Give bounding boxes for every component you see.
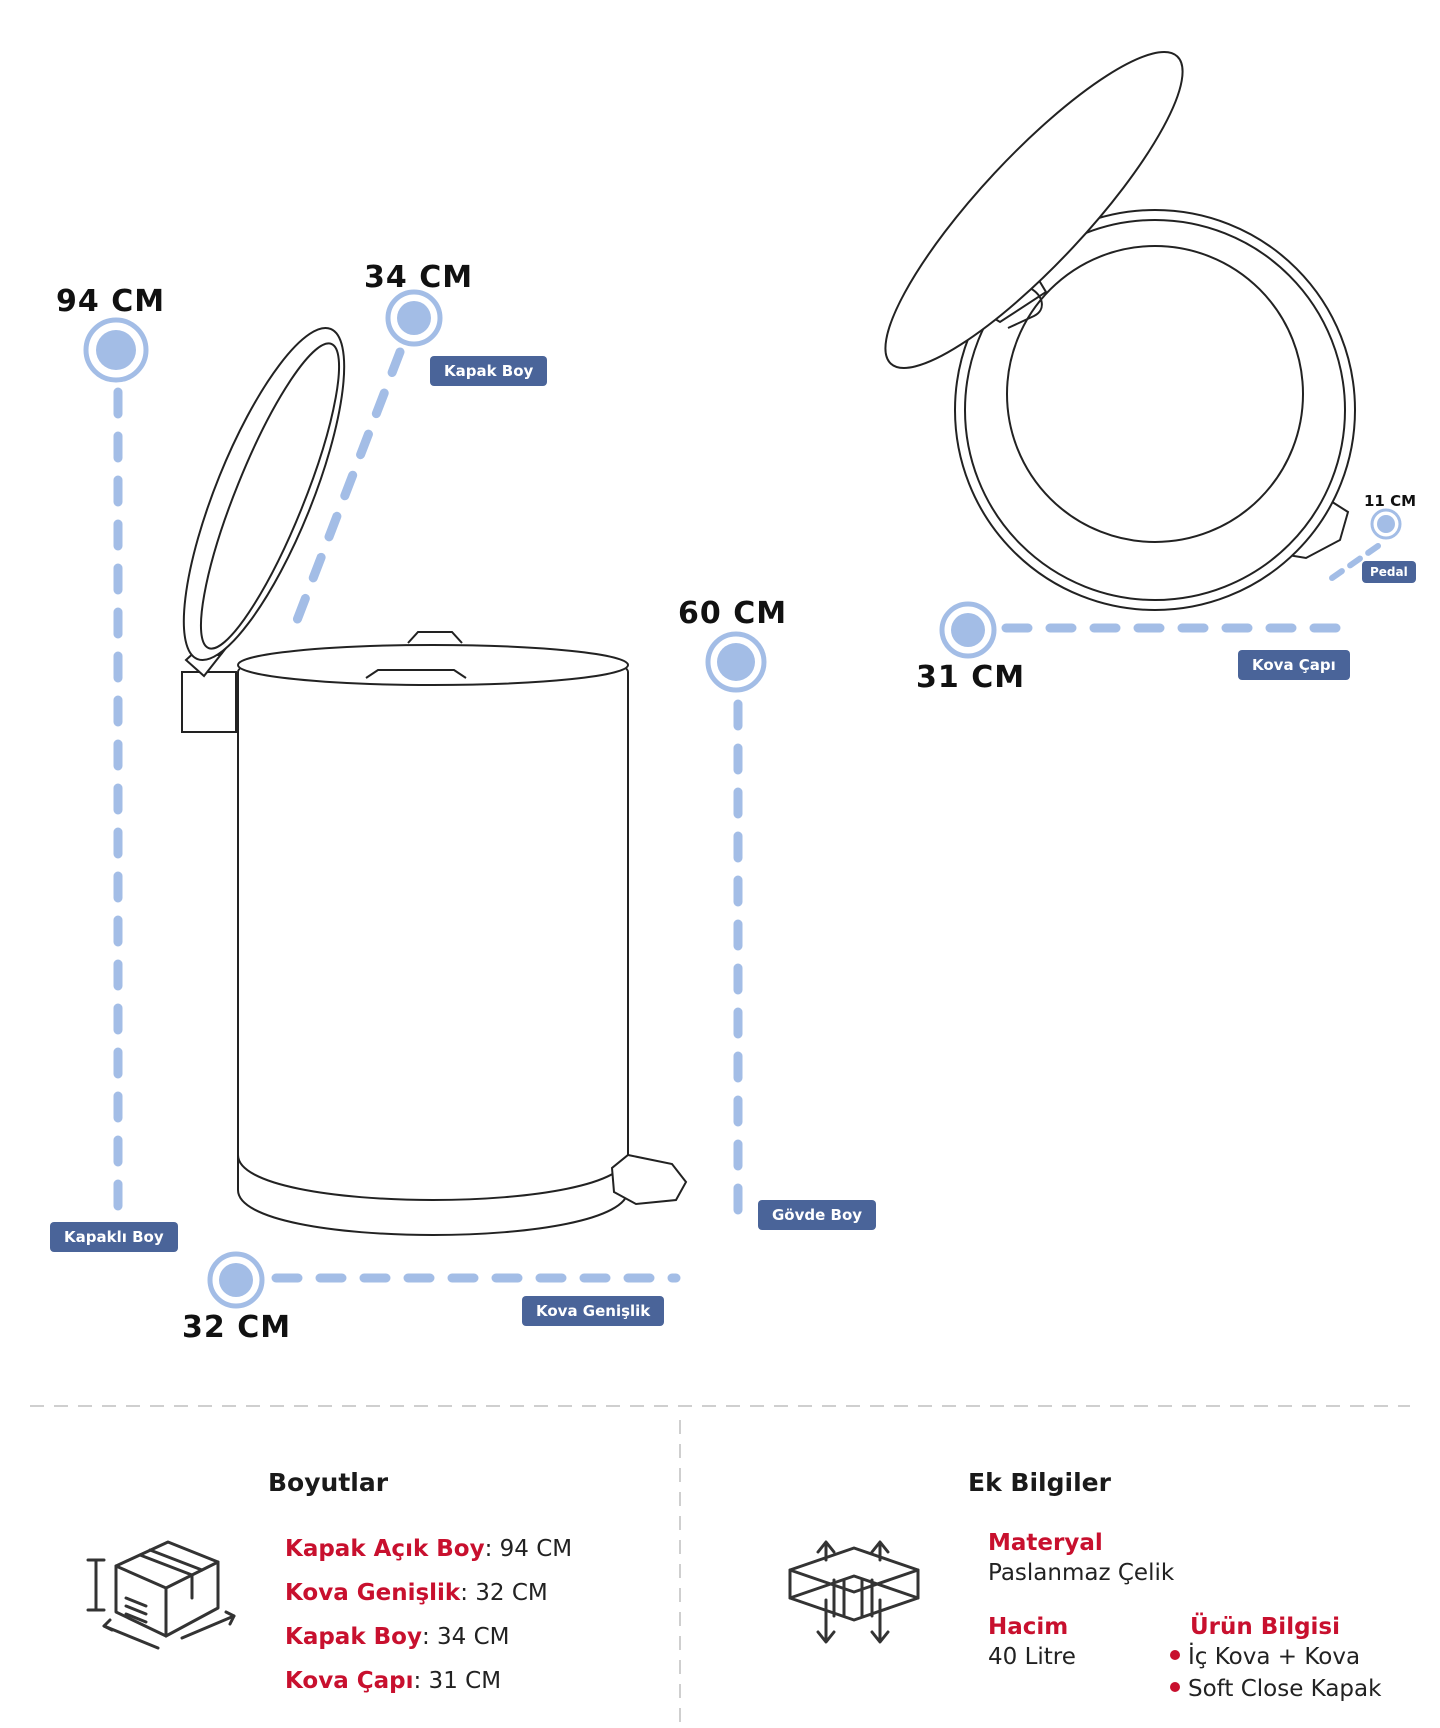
bullet-dot: [1170, 1681, 1180, 1692]
separators: [30, 1405, 1410, 1728]
material-value: Paslanmaz Çelik: [988, 1560, 1175, 1586]
tag-pedal: Pedal: [1362, 561, 1416, 583]
bucket-width-value: 32 CM: [182, 1310, 292, 1345]
tag-bucket-diameter: Kova Çapı: [1238, 650, 1350, 680]
bin-base-band: [237, 1154, 629, 1201]
size-item-bucket-diameter: Kova Çapı: 31 CM: [285, 1668, 501, 1694]
tag-body-height: Gövde Boy: [758, 1200, 877, 1230]
size-item-key: Kova Genişlik: [285, 1580, 461, 1606]
lid-height-line: [289, 347, 405, 633]
top-inner-opening: [1006, 245, 1304, 543]
tag-bucket-width: Kova Genişlik: [522, 1296, 665, 1326]
pedal-value: 11 CM: [1364, 492, 1417, 510]
body-height-value: 60 CM: [678, 596, 788, 631]
product-item-text: Soft Close Kapak: [1188, 1676, 1382, 1702]
bin-lid-open: [182, 326, 346, 662]
size-item-key: Kapak Açık Boy: [285, 1536, 485, 1562]
tag-lid-open-height: Kapaklı Boy: [50, 1222, 178, 1252]
pedal-line: [1329, 543, 1381, 581]
bin-lid-inner: [199, 342, 341, 650]
marker-bucket-width: [207, 1251, 265, 1309]
marker-bucket-diameter: [939, 601, 997, 659]
size-item-value: : 32 CM: [460, 1580, 548, 1606]
tag-lid-height: Kapak Boy: [430, 356, 548, 386]
bin-hinge: [181, 671, 237, 733]
size-item-bucket-width: Kova Genişlik: 32 CM: [285, 1580, 548, 1606]
material-label: Materyal: [988, 1530, 1103, 1556]
size-item-value: : 34 CM: [421, 1624, 510, 1650]
dimension-markers: [83, 289, 1402, 1309]
marker-pedal: [1370, 508, 1402, 540]
extra-title: Ek Bilgiler: [968, 1468, 1111, 1497]
lid-open-height-value: 94 CM: [56, 284, 166, 319]
product-item: İç Kova + Kova: [1170, 1644, 1360, 1670]
bin-side-view: [181, 326, 688, 1236]
size-item-lid-height: Kapak Boy: 34 CM: [285, 1624, 510, 1650]
size-item-value: : 94 CM: [484, 1536, 573, 1562]
size-item-lid-open: Kapak Açık Boy: 94 CM: [285, 1536, 572, 1562]
bin-pedal: [610, 1153, 688, 1206]
bucket-diameter-value: 31 CM: [916, 660, 1026, 695]
size-item-value: : 31 CM: [413, 1668, 502, 1694]
rim-inner-grip: [365, 669, 467, 679]
rim-grip: [407, 631, 463, 644]
product-label: Ürün Bilgisi: [1190, 1614, 1340, 1640]
product-item: Soft Close Kapak: [1170, 1676, 1381, 1702]
product-item-text: İç Kova + Kova: [1188, 1644, 1361, 1670]
marker-lid-open-height: [83, 317, 149, 383]
lid-height-value: 34 CM: [364, 260, 474, 295]
volume-label: Hacim: [988, 1614, 1069, 1640]
bin-rim: [237, 644, 629, 686]
size-item-key: Kapak Boy: [285, 1624, 422, 1650]
material-icon: [788, 1540, 920, 1644]
box-icon: [86, 1540, 236, 1650]
top-outer-rim-inner: [964, 219, 1346, 601]
marker-body-height: [705, 631, 767, 693]
bin-top-view: [884, 51, 1356, 611]
sizes-title: Boyutlar: [268, 1468, 389, 1497]
volume-value: 40 Litre: [988, 1644, 1076, 1670]
bullet-dot: [1170, 1649, 1180, 1660]
dimension-lines: [113, 347, 1381, 1283]
marker-lid-height: [385, 289, 443, 347]
top-outer-rim: [954, 209, 1356, 611]
bin-body: [237, 648, 629, 1236]
top-lid-open: [884, 51, 1184, 369]
size-item-key: Kova Çapı: [285, 1668, 414, 1694]
